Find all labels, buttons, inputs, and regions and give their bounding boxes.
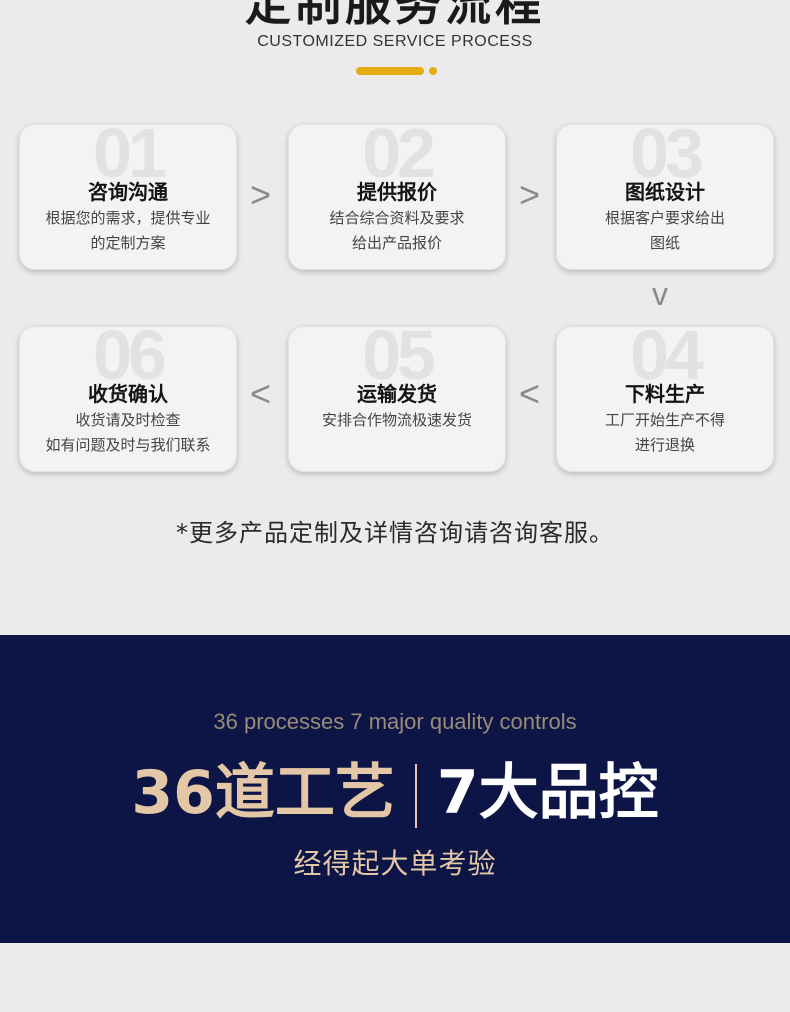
quality-banner: 36 processes 7 major quality controls 36… xyxy=(0,635,790,943)
step-card-01: 01 咨询沟通 根据您的需求，提供专业的定制方案 xyxy=(19,118,237,270)
step-title: 咨询沟通 xyxy=(88,180,168,204)
step-number: 05 xyxy=(362,316,436,394)
step-card-05: 05 运输发货 安排合作物流极速发货 xyxy=(288,320,506,472)
divider xyxy=(414,764,417,829)
step-description: 收货请及时检查如有问题及时与我们联系 xyxy=(45,411,211,454)
quality-controls-label: 7大品控 xyxy=(436,758,659,828)
arrow-right-icon: > xyxy=(250,174,272,215)
arrow-left-icon: < xyxy=(250,373,272,414)
step-title: 下料生产 xyxy=(625,382,705,406)
arrow-right-icon: > xyxy=(519,174,541,215)
step-number: 04 xyxy=(630,316,704,394)
section-title: 定制服务流程 xyxy=(245,0,545,31)
step-description: 工厂开始生产不得进行退换 xyxy=(604,411,725,454)
step-number: 03 xyxy=(630,114,704,192)
step-card-02: 02 提供报价 结合综合资料及要求给出产品报价 xyxy=(288,118,506,270)
arrow-left-icon: < xyxy=(519,373,541,414)
bottom-spacer xyxy=(0,943,790,1012)
step-number: 02 xyxy=(362,114,436,192)
step-number: 06 xyxy=(93,316,167,394)
step-title: 运输发货 xyxy=(357,382,437,406)
step-card-03: 03 图纸设计 根据客户要求给出图纸 xyxy=(556,118,774,270)
accent-bar xyxy=(356,67,424,75)
service-process-section: 定制服务流程 CUSTOMIZED SERVICE PROCESS 01 咨询沟… xyxy=(19,0,774,547)
step-description: 结合综合资料及要求给出产品报价 xyxy=(329,209,465,252)
arrow-down-icon: v xyxy=(652,276,668,312)
customer-service-note: *更多产品定制及详情咨询请咨询客服。 xyxy=(176,519,614,547)
step-title: 图纸设计 xyxy=(625,180,705,204)
accent-dot xyxy=(429,67,437,75)
step-title: 收货确认 xyxy=(88,382,168,406)
step-card-04: 04 下料生产 工厂开始生产不得进行退换 xyxy=(556,320,774,472)
step-description: 根据您的需求，提供专业的定制方案 xyxy=(45,209,211,252)
processes-label: 36道工艺 xyxy=(131,758,395,828)
quality-subtitle-en: 36 processes 7 major quality controls xyxy=(213,709,577,734)
section-subtitle: CUSTOMIZED SERVICE PROCESS xyxy=(257,33,533,50)
quality-headline: 36道工艺 7大品控 xyxy=(0,757,790,829)
step-description: 根据客户要求给出图纸 xyxy=(604,209,725,252)
step-number: 01 xyxy=(93,114,167,192)
quality-tagline: 经得起大单考验 xyxy=(293,847,497,880)
step-title: 提供报价 xyxy=(357,180,437,204)
step-card-06: 06 收货确认 收货请及时检查如有问题及时与我们联系 xyxy=(19,320,237,472)
step-description: 安排合作物流极速发货 xyxy=(321,411,472,429)
